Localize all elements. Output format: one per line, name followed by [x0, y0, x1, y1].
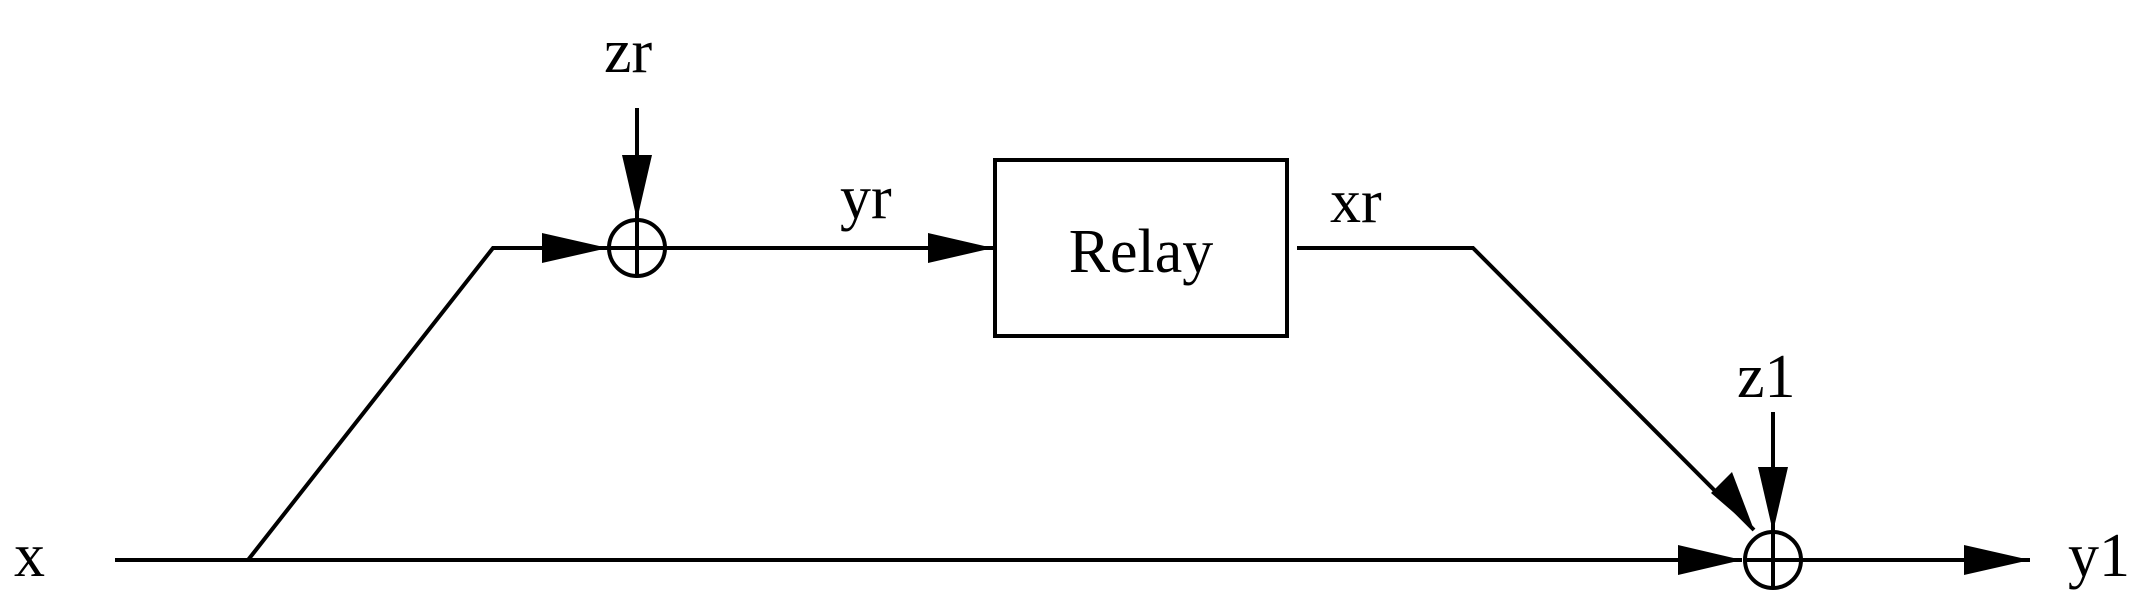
relay-branch-line [246, 246, 608, 562]
output-arrow [1964, 545, 2030, 575]
relay-branch-arrow [542, 233, 608, 263]
input-label-x: x [14, 522, 45, 590]
zr-input-arrow [622, 155, 652, 220]
relay-summing-junction [607, 218, 667, 278]
output-label-y1: y1 [2068, 522, 2130, 590]
relay-transmit-label-xr: xr [1330, 168, 1382, 236]
xr-line [1297, 246, 1756, 532]
yr-arrow [928, 233, 993, 263]
destination-summing-junction [1743, 530, 1803, 590]
relay-noise-label-zr: zr [604, 18, 653, 86]
relay-block [993, 158, 1289, 338]
relay-received-label-yr: yr [840, 164, 892, 232]
dest-noise-label-z1: z1 [1737, 343, 1796, 411]
direct-path-arrow [1678, 545, 1742, 575]
z1-input-arrow [1758, 467, 1788, 532]
xr-arrow [1711, 472, 1754, 530]
relay-block-label: Relay [1069, 218, 1214, 286]
